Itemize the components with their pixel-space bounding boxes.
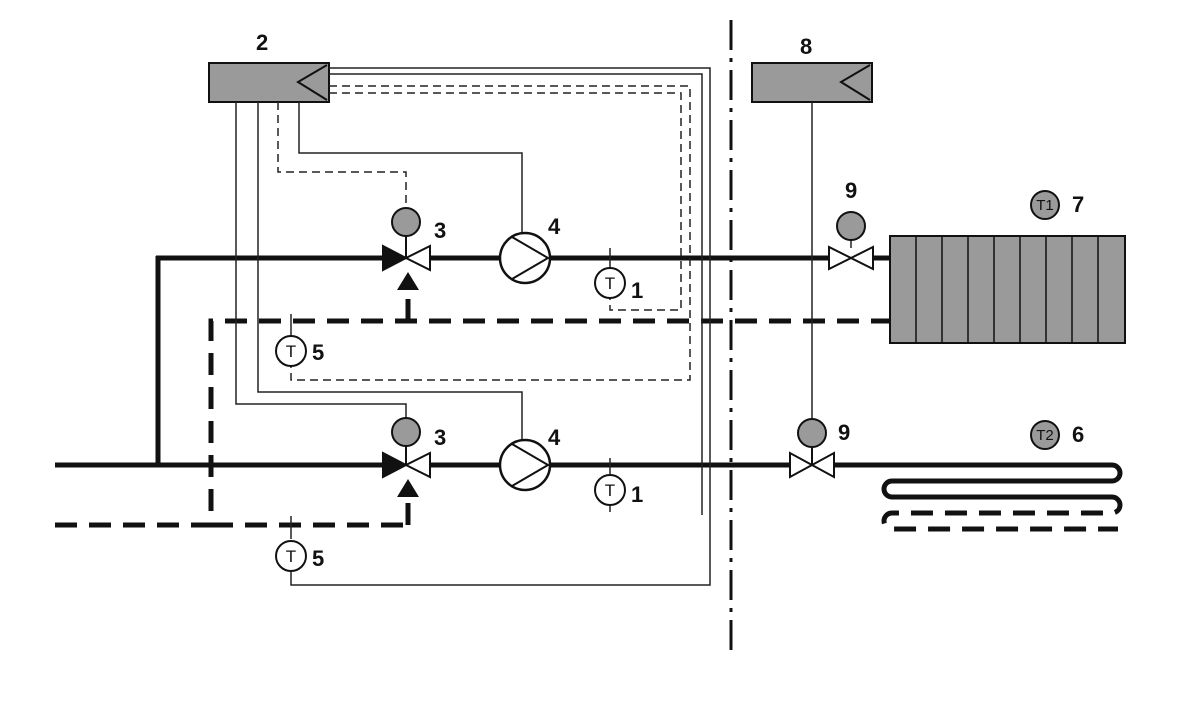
mixing-valve-lower: [382, 417, 431, 479]
label-pump-lower: 4: [548, 425, 561, 450]
mixing-valve-upper: [382, 207, 431, 272]
pump-upper: [498, 231, 552, 285]
label-supply-sensor-lower: 1: [631, 482, 643, 507]
label-mixing-valve-upper: 3: [434, 218, 446, 243]
label-supply-sensor-upper: 1: [631, 278, 643, 303]
label-floor-heating: 6: [1072, 422, 1084, 447]
radiator: [889, 235, 1126, 344]
arrow-icon: [397, 272, 419, 290]
label-pump-upper: 4: [548, 214, 561, 239]
label-return-sensor-lower: 5: [312, 546, 324, 571]
svg-text:T: T: [605, 481, 615, 500]
supply-sensor-upper: T: [594, 267, 626, 299]
zone-valve-upper: [828, 211, 874, 271]
supply-sensor-lower: T: [594, 474, 626, 506]
label-zone-valve-upper: 9: [845, 178, 857, 203]
arrow-icon: [397, 479, 419, 497]
svg-text:T2: T2: [1036, 427, 1054, 444]
zone-valve-lower: [789, 418, 835, 479]
return-sensor-upper: T: [275, 335, 307, 367]
svg-text:T: T: [605, 274, 615, 293]
controller-room: [751, 62, 873, 103]
svg-text:T: T: [286, 342, 296, 361]
return-pipes: [55, 283, 890, 528]
svg-text:T: T: [286, 547, 296, 566]
label-controller-room: 8: [800, 34, 812, 59]
return-sensor-lower: T: [275, 540, 307, 572]
controller-main: [208, 62, 330, 103]
label-radiator: 7: [1072, 192, 1084, 217]
room-sensor-2: T2: [1030, 420, 1060, 450]
label-return-sensor-upper: 5: [312, 340, 324, 365]
pump-lower: [498, 438, 552, 492]
floor-heating-coil: [881, 462, 1123, 532]
label-mixing-valve-lower: 3: [434, 425, 446, 450]
room-sensor-1: T1: [1030, 190, 1060, 220]
signal-lines: [235, 67, 852, 586]
label-zone-valve-lower: 9: [838, 420, 850, 445]
svg-text:T1: T1: [1036, 197, 1054, 214]
label-controller-main: 2: [256, 30, 268, 55]
